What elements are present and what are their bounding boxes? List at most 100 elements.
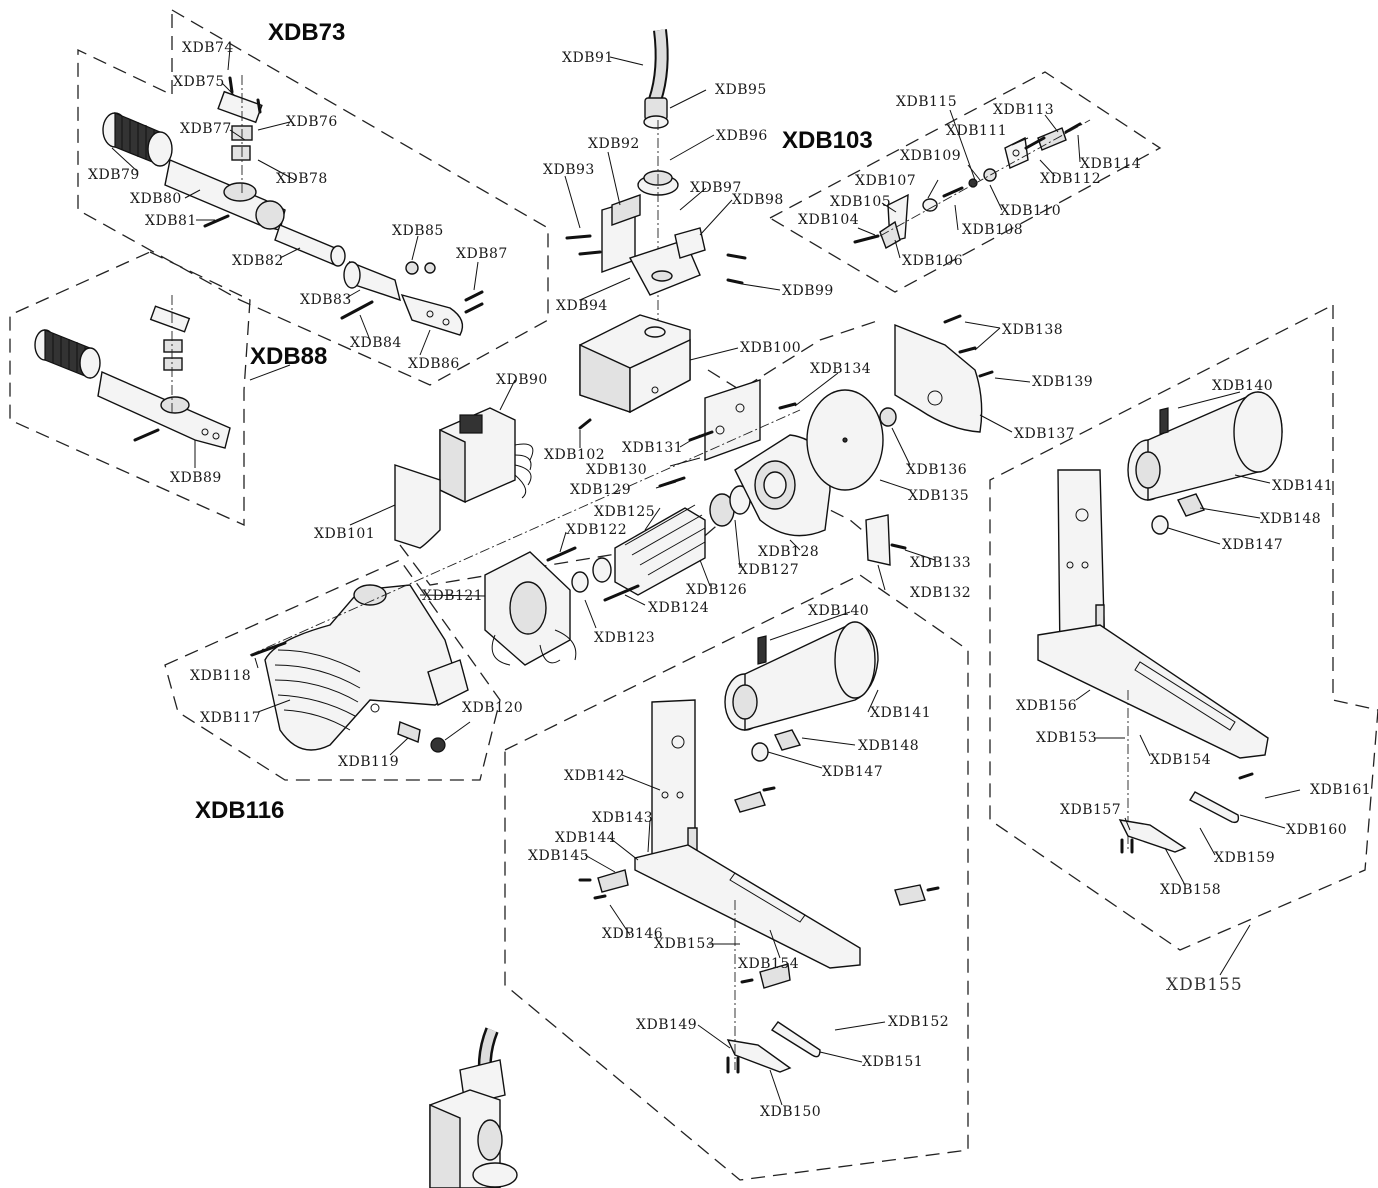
part-label: XDB147: [822, 764, 883, 780]
part-label: XDB148: [1260, 511, 1321, 527]
part-label: XDB114: [1080, 156, 1141, 172]
stand-assembly-xdb155: [1037, 391, 1283, 854]
group-label-xdb103: XDB103: [782, 127, 873, 154]
part-label: XDB146: [602, 926, 663, 942]
part-label: XDB87: [456, 246, 508, 262]
part-label: XDB125: [594, 504, 655, 520]
part-label: XDB84: [350, 335, 402, 351]
part-label: XDB158: [1160, 882, 1221, 898]
part-label: XDB79: [88, 167, 140, 183]
part-label: XDB153: [1036, 730, 1097, 746]
part-label: XDB93: [543, 162, 595, 178]
part-label: XDB83: [300, 292, 352, 308]
part-label: XDB91: [562, 50, 614, 66]
part-label: XDB119: [338, 754, 399, 770]
part-label: XDB76: [286, 114, 338, 130]
part-label: XDB98: [732, 192, 784, 208]
part-label: XDB150: [760, 1104, 821, 1120]
group-label-xdb88: XDB88: [250, 343, 327, 370]
motor-assembly: [249, 314, 994, 753]
part-label: XDB117: [200, 710, 261, 726]
part-label: XDB140: [1212, 378, 1273, 394]
part-label: XDB151: [862, 1054, 923, 1070]
handle-assembly-xdb73: [102, 75, 484, 336]
part-label: XDB89: [170, 470, 222, 486]
part-label: XDB108: [962, 222, 1023, 238]
leader-lines: [111, 47, 1301, 1106]
part-label: XDB113: [993, 102, 1054, 118]
part-label: XDB85: [392, 223, 444, 239]
part-label: XDB156: [1016, 698, 1077, 714]
part-label: XDB140: [808, 603, 869, 619]
part-label: XDB131: [622, 440, 683, 456]
part-label: XDB122: [566, 522, 627, 538]
part-label: XDB130: [586, 462, 647, 478]
part-label: XDB132: [910, 585, 971, 601]
boundary-xdb73: [77, 8, 549, 386]
group-label-xdb155: XDB155: [1166, 975, 1243, 995]
part-label: XDB128: [758, 544, 819, 560]
part-label: XDB160: [1286, 822, 1347, 838]
part-label: XDB80: [130, 191, 182, 207]
part-label: XDB99: [782, 283, 834, 299]
part-label: XDB135: [908, 488, 969, 504]
boundary-xdb103: [768, 71, 1162, 293]
part-label: XDB100: [740, 340, 801, 356]
part-label: XDB123: [594, 630, 655, 646]
part-label: XDB110: [1000, 203, 1061, 219]
part-label: XDB139: [1032, 374, 1093, 390]
part-label: XDB81: [145, 213, 197, 229]
part-label: XDB120: [462, 700, 523, 716]
part-label: XDB115: [896, 94, 957, 110]
boundary-xdb116: [164, 559, 501, 781]
part-label: XDB75: [173, 74, 225, 90]
part-label: XDB92: [588, 136, 640, 152]
part-label: XDB96: [716, 128, 768, 144]
part-label: XDB121: [422, 588, 483, 604]
part-label: XDB106: [902, 253, 963, 269]
part-label: XDB141: [1272, 478, 1333, 494]
group-boundaries: [9, 8, 1378, 1181]
part-label: XDB134: [810, 361, 871, 377]
part-label: XDB157: [1060, 802, 1121, 818]
part-label: XDB154: [1150, 752, 1211, 768]
part-label: XDB142: [564, 768, 625, 784]
group-label-xdb73: XDB73: [268, 19, 345, 46]
part-label: XDB126: [686, 582, 747, 598]
part-label: XDB145: [528, 848, 589, 864]
part-label: XDB77: [180, 121, 232, 137]
boundary-motor-center: [399, 479, 881, 586]
part-label: XDB133: [910, 555, 971, 571]
boundary-stand-center: [504, 574, 969, 1181]
part-label: XDB161: [1310, 782, 1371, 798]
part-label: XDB148: [858, 738, 919, 754]
part-label: XDB111: [946, 123, 1007, 139]
partial-unit-bottom: [429, 1027, 518, 1188]
part-label: XDB141: [870, 705, 931, 721]
boundary-motor-top: [707, 319, 881, 391]
part-label: XDB101: [314, 526, 375, 542]
part-label: XDB154: [738, 956, 799, 972]
part-label: XDB152: [888, 1014, 949, 1030]
part-label: XDB137: [1014, 426, 1075, 442]
part-label: XDB90: [496, 372, 548, 388]
part-label: XDB86: [408, 356, 460, 372]
part-label: XDB74: [182, 40, 234, 56]
switch-box-assembly: [394, 29, 747, 549]
boundary-xdb155: [989, 303, 1378, 951]
part-label: XDB107: [855, 173, 916, 189]
part-label: XDB105: [830, 194, 891, 210]
part-label: XDB144: [555, 830, 616, 846]
part-label: XDB129: [570, 482, 631, 498]
part-label: XDB82: [232, 253, 284, 269]
part-label: XDB78: [276, 171, 328, 187]
stand-assembly-center: [578, 621, 940, 1074]
boundary-xdb88: [9, 251, 251, 527]
part-label: XDB95: [715, 82, 767, 98]
part-label: XDB149: [636, 1017, 697, 1033]
part-label: XDB102: [544, 447, 605, 463]
part-label: XDB109: [900, 148, 961, 164]
part-label: XDB124: [648, 600, 709, 616]
group-label-xdb116: XDB116: [195, 797, 284, 824]
part-label: XDB97: [690, 180, 742, 196]
